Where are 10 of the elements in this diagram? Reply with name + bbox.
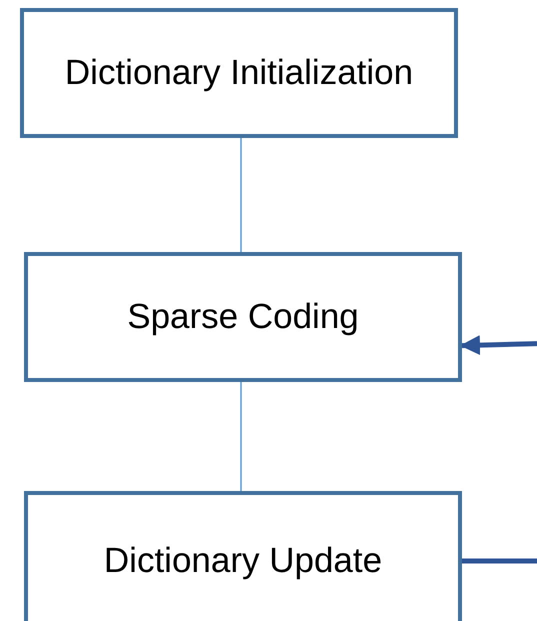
- process-box: [20, 8, 458, 138]
- box-label: Dictionary Initialization: [64, 52, 414, 94]
- process-box: [24, 252, 462, 382]
- box-label: Sparse Coding: [126, 296, 360, 338]
- connector-line: [240, 138, 242, 252]
- connector-line: [462, 558, 537, 564]
- arrow: [460, 335, 537, 356]
- process-box: [24, 491, 462, 621]
- box-label: Dictionary Update: [102, 540, 384, 582]
- connector-line: [240, 382, 242, 491]
